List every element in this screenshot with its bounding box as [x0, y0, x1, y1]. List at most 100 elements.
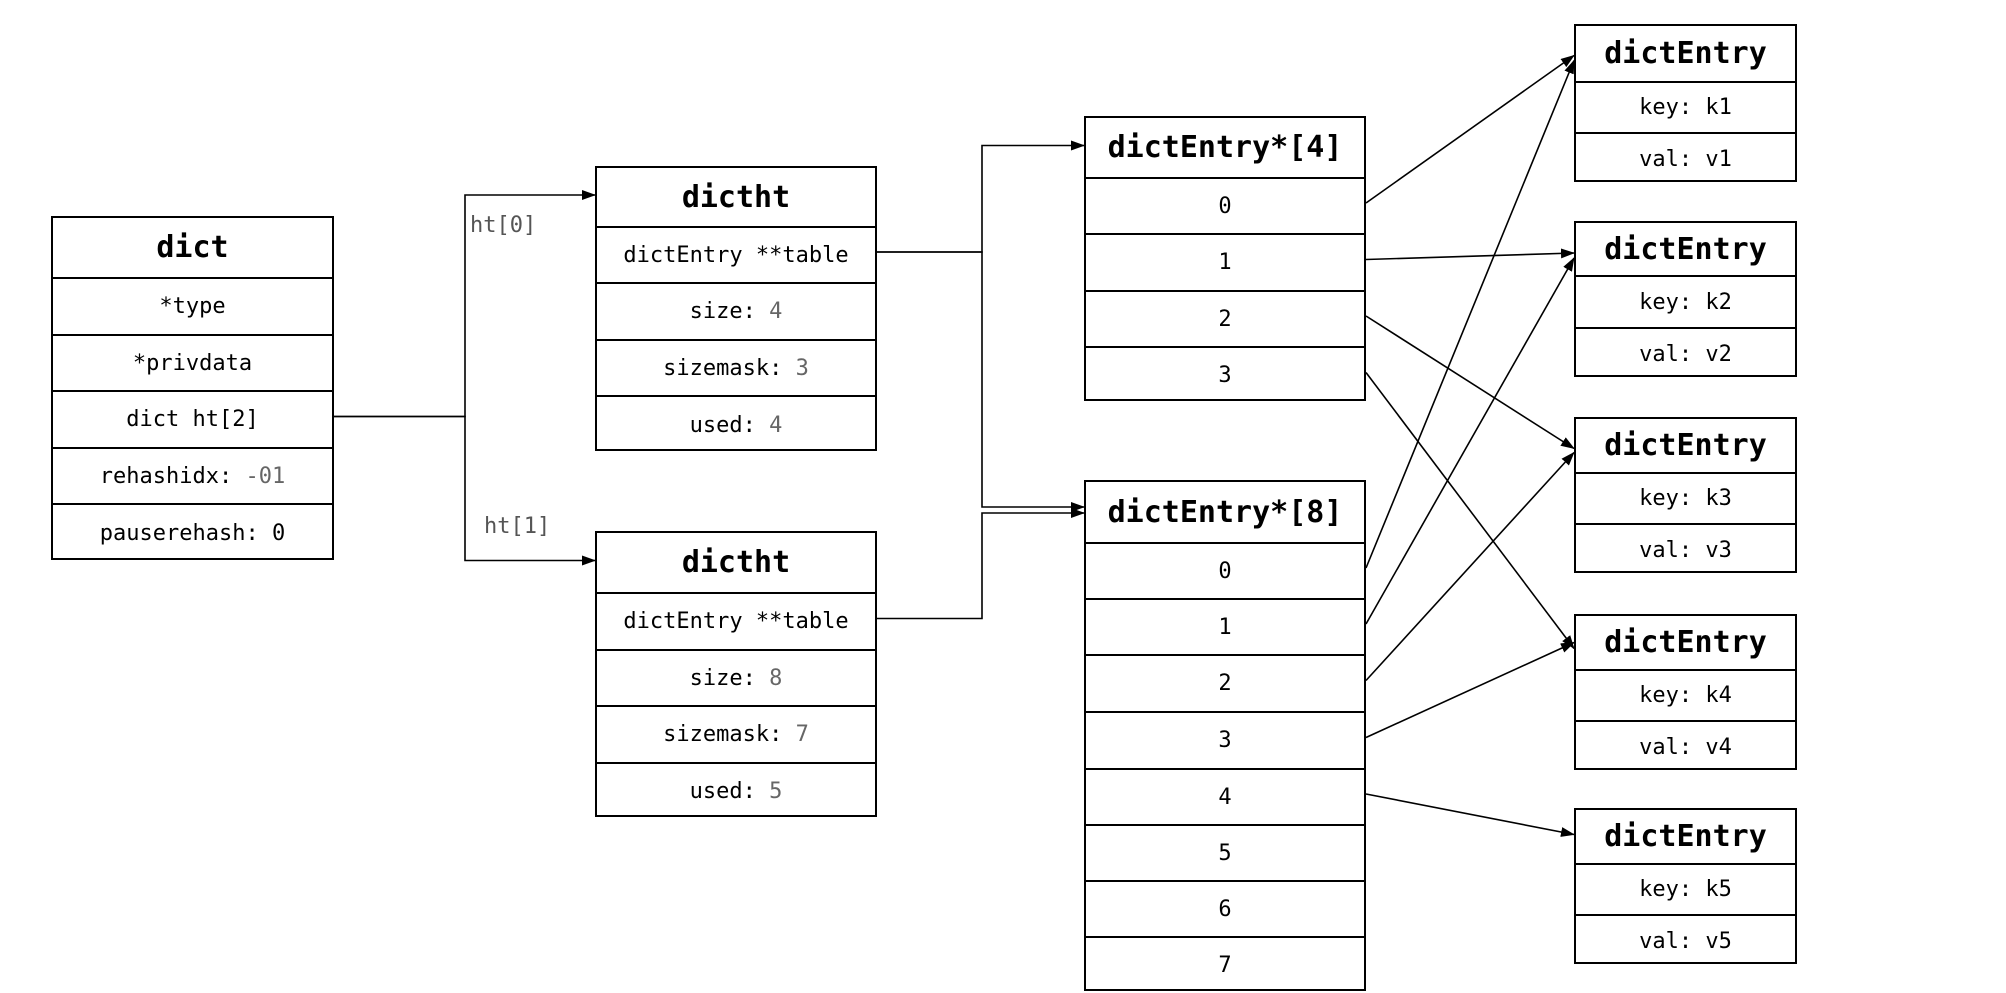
dict-row-2-text: dict ht[2]: [126, 407, 258, 432]
dictht0-row-3-label: used:: [689, 412, 770, 438]
entry2-box: dictEntry key: k2 val: v2: [1574, 221, 1797, 377]
table4-slot2-arrow: [1365, 315, 1575, 450]
table4-slot0-arrow: [1365, 54, 1575, 204]
table8-slot4-arrow: [1365, 793, 1575, 837]
dictht1-row-0-text: dictEntry **table: [623, 609, 848, 634]
entry2-title: dictEntry: [1604, 231, 1767, 267]
dict-row-1-label: *privdata: [132, 350, 253, 376]
dictht0-row-2-label: sizemask:: [663, 355, 796, 381]
entry4-row-0: key: k4: [1576, 669, 1795, 720]
table8-row-3-text: 3: [1218, 728, 1231, 753]
table8-slot2-arrow: [1365, 451, 1575, 682]
table4-row-0-text: 0: [1218, 194, 1231, 219]
table8-row-1-label: 1: [1218, 614, 1232, 640]
entry5-row-1-text: val: v5: [1639, 929, 1732, 954]
dictht0-row-1-value: 4: [769, 299, 783, 324]
table4-slot1-arrow: [1365, 248, 1575, 261]
table4-row-3: 3: [1086, 346, 1364, 403]
dictht1-row-2: sizemask: 7: [597, 705, 875, 762]
table8-row-6-label: 6: [1218, 896, 1232, 922]
dictht0-row-3-text: used: 4: [690, 413, 783, 438]
entry4-row-1-text: val: v4: [1639, 735, 1732, 760]
entry4-row-0-text: key: k4: [1639, 683, 1732, 708]
dict-row-2: dict ht[2]: [53, 390, 332, 447]
entry4-row-0-label: key: k4: [1639, 683, 1732, 708]
entry1-row-1: val: v1: [1576, 132, 1795, 184]
table8-row-4-label: 4: [1218, 784, 1232, 810]
dict-row-4-text: pauserehash: 0: [100, 521, 285, 546]
table4-row-2-text: 2: [1218, 307, 1231, 332]
ht0-table-to-table4-arrow: [877, 140, 1085, 253]
dict-to-ht0-arrow: [334, 190, 596, 418]
dictht0-row-1-label: size:: [689, 299, 770, 324]
entry1-row-0-text: key: k1: [1639, 95, 1732, 120]
entry1-row-1-text: val: v1: [1639, 147, 1732, 172]
dictht1-row-0: dictEntry **table: [597, 592, 875, 649]
table8-box: dictEntry*[8] 0 1 2 3 4 5 6 7: [1084, 480, 1366, 991]
table4-row-1-label: 1: [1218, 250, 1232, 275]
dictht1-row-3-text: used: 5: [690, 779, 783, 804]
dictht0-row-0-label: dictEntry **table: [623, 242, 849, 268]
dict-row-3: rehashidx: -01: [53, 447, 332, 503]
dictht0-row-3-value: 4: [769, 412, 783, 438]
dict-row-3-label: rehashidx:: [99, 463, 246, 489]
dict-row-1-text: *privdata: [133, 351, 252, 376]
dict-row-4: pauserehash: 0: [53, 503, 332, 562]
entry3-row-0-text: key: k3: [1639, 486, 1732, 511]
entry1-row-0: key: k1: [1576, 81, 1795, 132]
table8-row-4-text: 4: [1218, 785, 1231, 810]
table4-row-3-label: 3: [1218, 363, 1232, 388]
dictht1-row-3-value: 5: [769, 779, 783, 804]
dictht1-row-1-label: size:: [689, 665, 770, 691]
dictht1-title: dictht: [681, 545, 791, 580]
dictht1-row-3-label: used:: [689, 779, 770, 804]
dictht0-title: dictht: [681, 179, 791, 215]
table8-row-1-text: 1: [1218, 615, 1231, 640]
dict-row-0: *type: [53, 277, 332, 334]
dictht1-row-3: used: 5: [597, 762, 875, 819]
dictht0-row-2-value: 3: [795, 355, 809, 381]
dictht0-row-2-text: sizemask: 3: [663, 356, 809, 381]
entry2-row-0: key: k2: [1576, 275, 1795, 327]
entry2-row-0-text: key: k2: [1639, 290, 1732, 315]
entry2-row-1-text: val: v2: [1639, 342, 1732, 367]
table8-row-5: 5: [1086, 824, 1364, 880]
table8-row-6-text: 6: [1218, 897, 1231, 922]
dictht0-row-0: dictEntry **table: [597, 226, 875, 282]
table8-row-1: 1: [1086, 598, 1364, 654]
dict-row-2-label: dict ht[2]: [126, 407, 259, 432]
table8-slot0-arrow: [1365, 59, 1575, 569]
table8-row-2: 2: [1086, 654, 1364, 711]
table4-row-3-text: 3: [1218, 363, 1231, 388]
table8-row-0: 0: [1086, 542, 1364, 598]
entry2-row-1: val: v2: [1576, 327, 1795, 379]
ht1-label: ht[1]: [484, 514, 551, 539]
table4-row-0: 0: [1086, 177, 1364, 233]
entry5-title: dictEntry: [1604, 819, 1767, 854]
ht0-label: ht[0]: [470, 213, 537, 238]
dictht0-row-0-text: dictEntry **table: [623, 243, 848, 268]
entry1-row-1-label: val: v1: [1639, 146, 1732, 172]
table8-title: dictEntry*[8]: [1107, 494, 1343, 530]
table4-row-2-label: 2: [1218, 306, 1232, 332]
entry4-row-1-label: val: v4: [1639, 734, 1732, 760]
dict-row-0-text: *type: [159, 294, 225, 319]
table4-row-1: 1: [1086, 233, 1364, 290]
entry5-row-1: val: v5: [1576, 914, 1795, 966]
dictht0-row-1-text: size: 4: [690, 299, 783, 324]
table8-row-3: 3: [1086, 711, 1364, 768]
dict-row-4-label: pauserehash: 0: [99, 521, 286, 546]
table4-title: dictEntry*[4]: [1107, 130, 1343, 165]
ht0-table-to-table8-arrow: [877, 251, 1085, 512]
dict-row-0-label: *type: [159, 294, 226, 319]
dictht0-row-2: sizemask: 3: [597, 339, 875, 395]
dictht1-row-2-value: 7: [795, 722, 809, 747]
dict-row-3-value: -01: [245, 463, 286, 489]
table8-row-7: 7: [1086, 936, 1364, 993]
table4-row-0-label: 0: [1218, 193, 1232, 219]
entry3-row-1: val: v3: [1576, 523, 1795, 575]
table8-row-3-label: 3: [1218, 728, 1232, 753]
